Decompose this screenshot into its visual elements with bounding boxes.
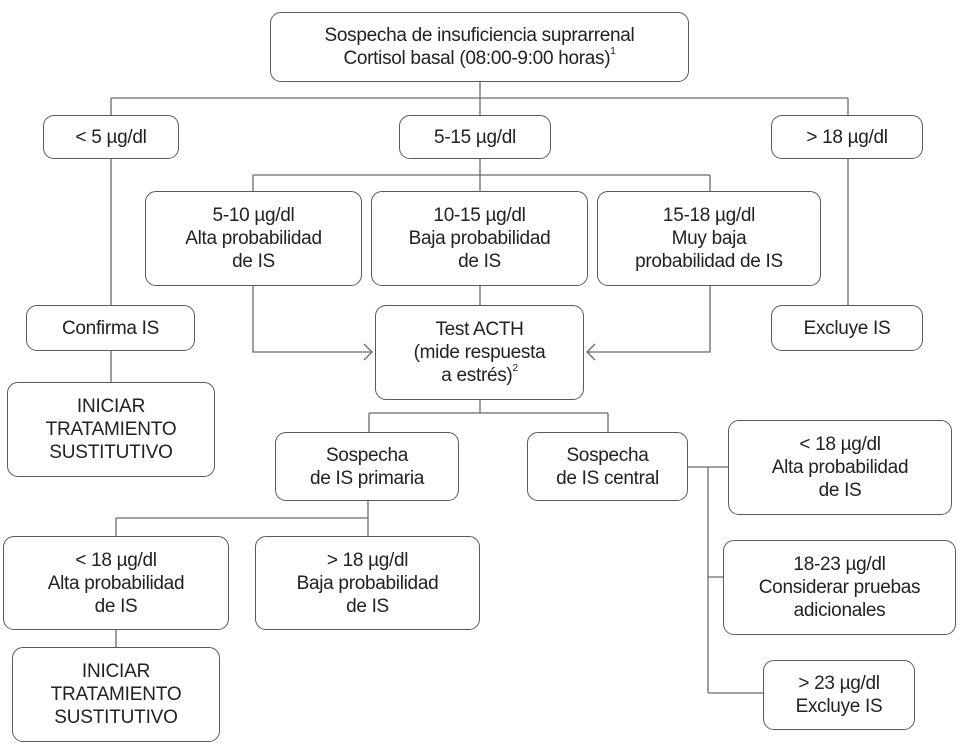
arrow-right-to-test xyxy=(586,286,711,361)
range: 5-10 µg/dl xyxy=(212,205,295,226)
text: TRATAMIENTO xyxy=(45,419,177,440)
text: Baja probabilidad xyxy=(408,228,551,249)
text: de IS central xyxy=(556,467,659,489)
connector-mid xyxy=(252,159,711,305)
range: < 18 µg/dl xyxy=(75,549,157,571)
connector-root xyxy=(110,82,849,115)
footnote-2: 2 xyxy=(512,363,518,374)
text: SUSTITUTIVO xyxy=(49,442,173,463)
box-primaria-gt18: > 18 µg/dl Baja probabilidad de IS xyxy=(255,536,480,630)
text: (mide respuesta xyxy=(413,342,546,363)
text: de IS xyxy=(94,595,138,617)
text: adicionales xyxy=(793,600,886,621)
box-5-10: 5-10 µg/dl Alta probabilidad de IS xyxy=(145,191,362,286)
box-gt18: > 18 µg/dl xyxy=(771,115,923,159)
root-line2-wrap: Cortisol basal (08:00-9:00 horas)1 xyxy=(343,47,615,70)
range: 18-23 µg/dl xyxy=(793,554,886,575)
text: de IS xyxy=(818,480,862,501)
text: de IS xyxy=(346,595,389,617)
root-line2: Cortisol basal (08:00-9:00 horas) xyxy=(343,48,611,69)
text: INICIAR xyxy=(76,396,146,417)
text: probabilidad de IS xyxy=(635,251,783,272)
box-central: Sospecha de IS central xyxy=(527,432,688,501)
range: > 23 µg/dl xyxy=(798,673,880,694)
text: Excluye IS xyxy=(795,696,883,717)
text: Considerar pruebas xyxy=(758,577,921,598)
connector-test xyxy=(368,400,609,432)
text: TRATAMIENTO xyxy=(50,684,182,705)
text: SUSTITUTIVO xyxy=(54,707,178,728)
footnote-1: 1 xyxy=(610,46,616,57)
text: Test ACTH xyxy=(435,319,524,340)
box-excluye: Excluye IS xyxy=(771,305,923,351)
box-5-15: 5-15 µg/dl xyxy=(399,115,551,159)
label: Excluye IS xyxy=(803,317,891,339)
label: > 18 µg/dl xyxy=(806,126,888,148)
text: Sospecha xyxy=(566,444,649,466)
text: INICIAR xyxy=(81,661,151,682)
connector-central xyxy=(688,466,763,694)
range: 15-18 µg/dl xyxy=(662,205,756,226)
text: a estrés) xyxy=(441,365,513,386)
text: Alta probabilidad xyxy=(185,228,322,249)
arrow-left-to-test xyxy=(252,286,373,361)
box-lt5: < 5 µg/dl xyxy=(43,115,179,159)
label: < 5 µg/dl xyxy=(75,126,147,148)
box-10-15: 10-15 µg/dl Baja probabilidad de IS xyxy=(371,191,588,286)
box-central-lt18: < 18 µg/dl Alta probabilidad de IS xyxy=(728,420,952,515)
box-iniciar-2: INICIAR TRATAMIENTO SUSTITUTIVO xyxy=(12,647,220,742)
label: 5-15 µg/dl xyxy=(434,126,516,148)
box-confirma: Confirma IS xyxy=(26,305,195,351)
text: Muy baja xyxy=(671,228,747,249)
box-central-18-23: 18-23 µg/dl Considerar pruebas adicional… xyxy=(723,540,956,635)
box-primaria-lt18: < 18 µg/dl Alta probabilidad de IS xyxy=(3,536,229,630)
box-primaria: Sospecha de IS primaria xyxy=(275,432,459,501)
label: Confirma IS xyxy=(61,317,159,339)
text: de IS primaria xyxy=(309,467,425,489)
root-line1: Sospecha de insuficiencia suprarrenal xyxy=(324,25,635,46)
range: 10-15 µg/dl xyxy=(433,205,526,226)
text-wrap: a estrés)2 xyxy=(441,363,518,387)
box-iniciar-1: INICIAR TRATAMIENTO SUSTITUTIVO xyxy=(7,382,215,477)
connector-primaria xyxy=(115,501,369,647)
text: Baja probabilidad xyxy=(296,572,439,594)
box-central-gt23: > 23 µg/dl Excluye IS xyxy=(763,660,915,730)
range: < 18 µg/dl xyxy=(799,434,881,455)
text: de IS xyxy=(232,251,275,272)
box-test-acth: Test ACTH (mide respuesta a estrés)2 xyxy=(375,305,584,400)
range: > 18 µg/dl xyxy=(326,549,409,571)
text: Sospecha xyxy=(325,444,409,466)
box-15-18: 15-18 µg/dl Muy baja probabilidad de IS xyxy=(597,191,821,286)
text: Alta probabilidad xyxy=(771,457,909,478)
root-box: Sospecha de insuficiencia suprarrenal Co… xyxy=(270,12,689,82)
text: de IS xyxy=(458,251,501,272)
text: Alta probabilidad xyxy=(47,572,185,594)
